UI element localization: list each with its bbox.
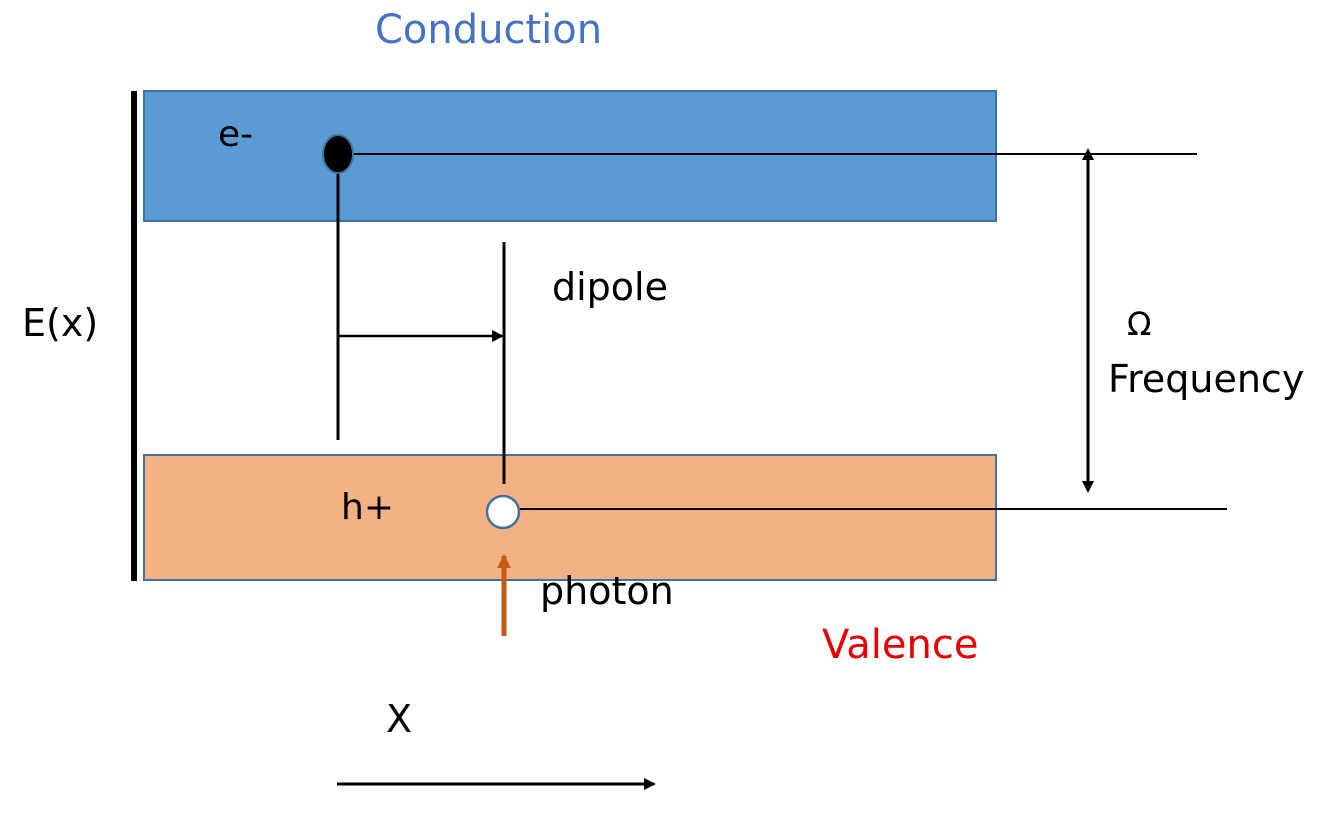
hole-dot: [485, 494, 521, 530]
energy-axis-line: [131, 91, 137, 581]
conduction-band: [143, 90, 997, 222]
electron-dot: [322, 134, 354, 174]
valence-band: [143, 454, 997, 581]
